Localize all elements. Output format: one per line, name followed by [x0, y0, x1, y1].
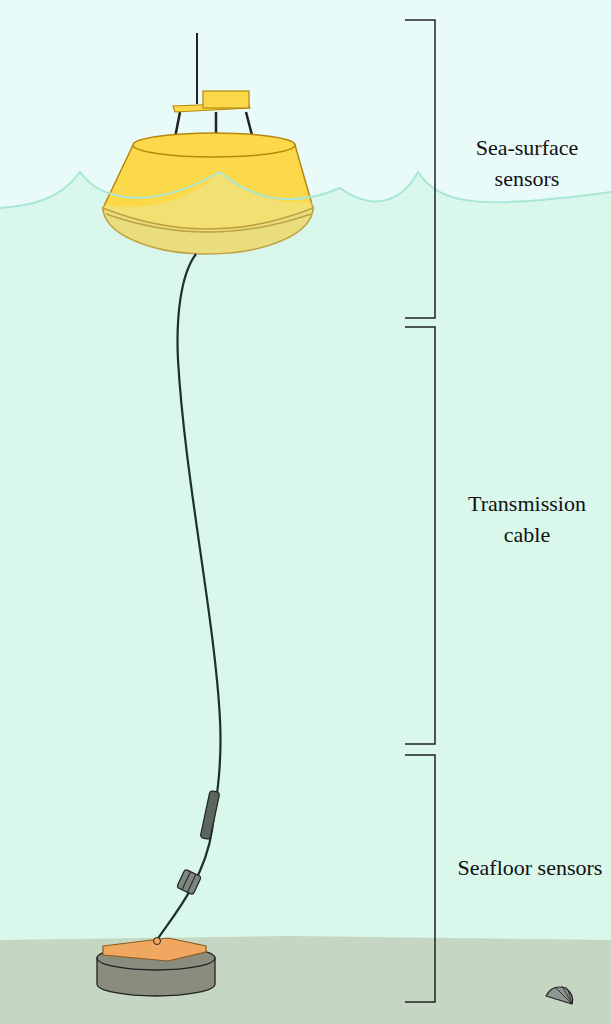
cable-sensor	[177, 869, 202, 895]
sea-water	[0, 172, 611, 1024]
sensor-box	[203, 91, 249, 108]
shell	[546, 987, 573, 1004]
bracket	[405, 20, 435, 318]
cable-joint	[154, 938, 161, 945]
base-plate	[103, 938, 206, 961]
section-label: Transmission cable	[452, 488, 602, 550]
antenna-mast	[196, 33, 198, 104]
cable-sensor	[200, 790, 220, 839]
seafloor	[0, 936, 611, 1024]
buoy-top	[133, 133, 295, 157]
bracket	[405, 755, 435, 1002]
bracket	[405, 327, 435, 744]
submerged-tint	[103, 172, 313, 260]
section-label: Seafloor sensors	[455, 852, 605, 883]
transmission-cable	[157, 254, 221, 940]
section-label: Sea-surface sensors	[452, 132, 602, 194]
